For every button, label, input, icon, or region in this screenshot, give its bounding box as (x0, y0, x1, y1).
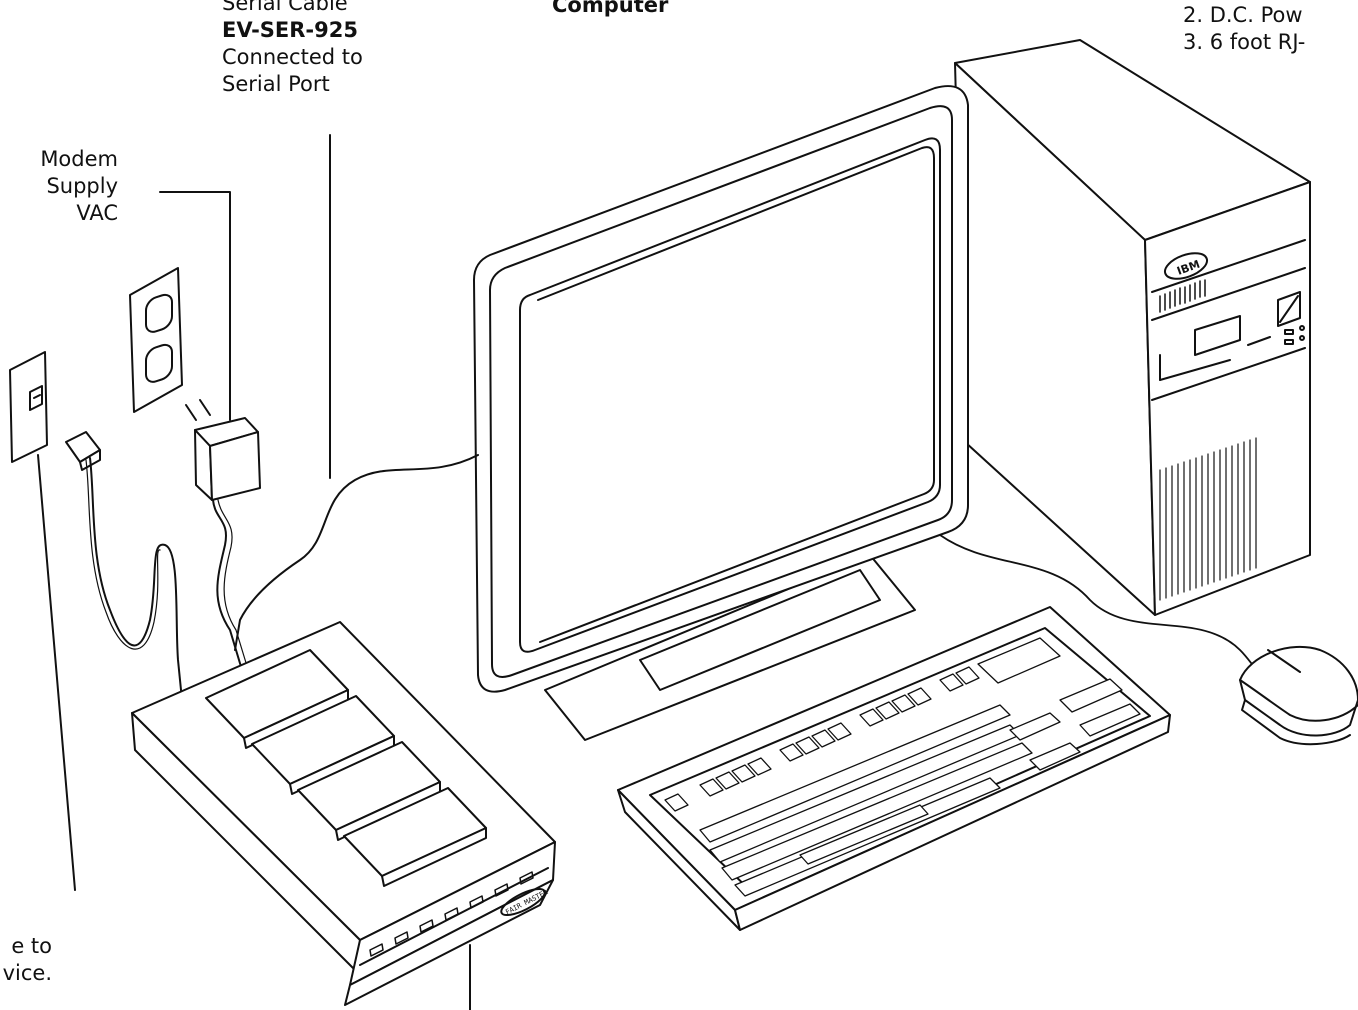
serial-cable-label-line1: Serial Cable (222, 0, 363, 17)
mouse (1240, 647, 1358, 744)
parts-list-item-3: 3. 6 foot RJ- (1183, 29, 1305, 56)
tower-computer: IBM (955, 40, 1310, 615)
parts-list-item-2: 2. D.C. Pow (1183, 2, 1305, 29)
phone-line-leader (38, 455, 75, 890)
computer-label: Computer (552, 0, 668, 19)
phone-line-label-line2: vice. (3, 960, 52, 987)
modem-supply-label: Modem Supply VAC (40, 146, 118, 227)
serial-cable-label-line4: Serial Port (222, 71, 363, 98)
phone-line-label-line1: e to (3, 933, 52, 960)
modem-supply-line3: VAC (40, 200, 118, 227)
modem-supply-line1: Modem (40, 146, 118, 173)
phone-line-label: e to vice. (3, 933, 52, 987)
parts-list-label: 2. D.C. Pow 3. 6 foot RJ- (1183, 2, 1305, 56)
serial-cable (235, 455, 478, 650)
power-adapter (186, 400, 260, 680)
modem-supply-line2: Supply (40, 173, 118, 200)
serial-cable-label: Serial Cable EV-SER-925 Connected to Ser… (222, 0, 363, 98)
monitor (474, 86, 968, 740)
phone-cable (66, 432, 182, 700)
serial-cable-label-line3: Connected to (222, 44, 363, 71)
phone-wall-jack (10, 352, 47, 462)
serial-cable-part-number: EV-SER-925 (222, 17, 363, 44)
power-outlet (130, 268, 182, 412)
